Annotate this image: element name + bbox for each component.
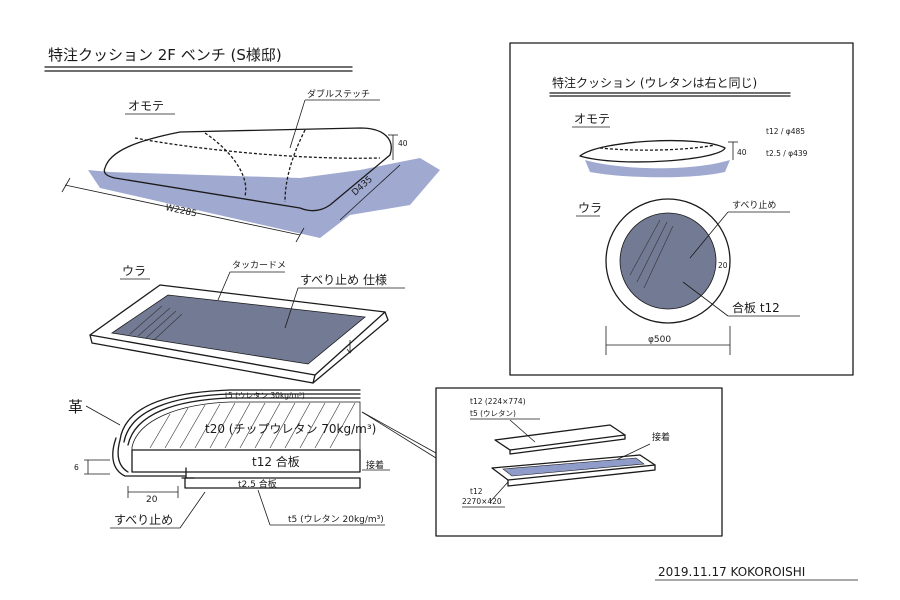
bench-cushion-back: ウラ タッカードメ すべり止め 仕様 xyxy=(89,260,405,384)
round-front-label: オモテ xyxy=(574,112,610,126)
round-spec-lower: t2.5 / φ439 xyxy=(766,149,808,158)
exploded-upper-spec: t12 (224×774) xyxy=(470,397,526,406)
round-diameter-label: φ500 xyxy=(648,335,671,345)
round-cushion-frame xyxy=(509,42,854,376)
bench-shadow xyxy=(88,158,440,238)
round-title-text: 特注クッション (ウレタンは右と同じ) xyxy=(552,75,757,90)
stitch-label: ダブルステッチ xyxy=(307,88,370,100)
exploded-view: t12 (224×774) t5 (ウレタン) 接着 t12 2270×420 xyxy=(435,387,723,537)
round-shadow xyxy=(585,160,730,178)
footer: 2019.11.17 KOKOROISHI xyxy=(655,565,858,581)
plywood-upper-label: t12 合板 xyxy=(252,454,300,469)
signature: 2019.11.17 KOKOROISHI xyxy=(658,565,805,579)
round-height-label: 40 xyxy=(737,148,747,157)
dim-6-label: 6 xyxy=(74,463,79,472)
chip-urethan-label: t20 (チップウレタン 70kg/m³) xyxy=(205,422,376,436)
exploded-view-frame xyxy=(435,387,723,537)
round-nonslip-area xyxy=(619,212,717,310)
exploded-glue-label: 接着 xyxy=(652,431,670,443)
round-cushion-body xyxy=(579,139,726,163)
round-cushion-panel: 特注クッション (ウレタンは右と同じ) オモテ 40 t12 / φ485 t2… xyxy=(509,42,854,376)
exploded-base-nonslip-area xyxy=(502,457,645,477)
urethan-top-label: t5 (ウレタン 30kg/m³) xyxy=(225,391,305,400)
main-title: 特注クッション 2F ベンチ (S様邸) xyxy=(44,46,353,72)
bench-back-label: ウラ xyxy=(122,264,146,278)
leather-label: 革 xyxy=(68,398,83,416)
exploded-lower-spec: t5 (ウレタン) xyxy=(470,409,516,418)
tacker-label: タッカードメ xyxy=(232,260,286,271)
urethan-bottom-label: t5 (ウレタン 20kg/m³) xyxy=(288,514,384,525)
bench-nonslip-label: すべり止め 仕様 xyxy=(300,273,387,287)
exploded-base-spec-1: t12 xyxy=(470,487,483,496)
round-outer-ring xyxy=(605,198,731,324)
section-glue-label: 接着 xyxy=(366,459,384,471)
round-back-label: ウラ xyxy=(578,201,602,215)
round-edge-label: 20 xyxy=(718,261,728,270)
exploded-upper-panel xyxy=(494,424,626,451)
dim-20-label: 20 xyxy=(146,495,158,505)
bench-back-nonslip-area xyxy=(110,294,366,365)
main-title-text: 特注クッション 2F ベンチ (S様邸) xyxy=(48,46,282,64)
bench-cushion-body xyxy=(103,127,392,212)
bench-front-label: オモテ xyxy=(128,99,164,113)
section-nonslip-label: すべり止め xyxy=(114,513,173,527)
round-spec-upper: t12 / φ485 xyxy=(766,127,805,136)
round-nonslip-label: すべり止め xyxy=(732,199,776,211)
bench-height-label: 40 xyxy=(398,139,408,148)
plywood-lower-label: t2.5 合板 xyxy=(238,478,277,490)
round-plywood-label: 合板 t12 xyxy=(732,300,780,315)
exploded-base-spec-2: 2270×420 xyxy=(462,497,502,506)
bench-cushion-front: ダブルステッチ オモテ W2285 D435 40 xyxy=(61,88,440,243)
cross-section: 革 t5 (ウレタン 30kg/m³) t20 (チップウレタン 70kg/m³… xyxy=(68,389,437,529)
